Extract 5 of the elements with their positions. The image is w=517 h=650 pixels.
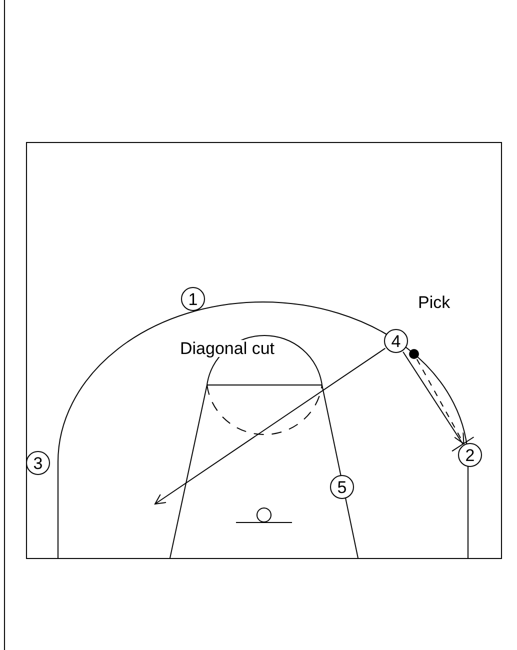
play-label: Pick <box>418 294 450 311</box>
edge-label: Diagonal cut <box>178 340 277 357</box>
screen-line <box>402 351 474 452</box>
arrow <box>416 358 464 444</box>
arrow <box>154 348 386 504</box>
